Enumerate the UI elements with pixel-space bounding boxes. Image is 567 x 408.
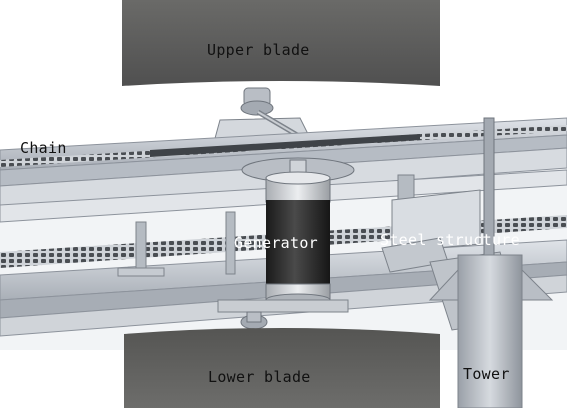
tower-label: Tower <box>463 365 510 383</box>
upper-blade <box>122 0 440 86</box>
upper-blade-label: Upper blade <box>207 41 310 59</box>
lower-blade-label: Lower blade <box>208 368 311 386</box>
steel-structure-label: Steel structure <box>380 231 520 249</box>
struts <box>117 174 415 277</box>
lower-blade <box>124 328 440 408</box>
generator-label: Generator <box>234 234 318 252</box>
chain-label: Chain <box>20 139 67 157</box>
upper-chain <box>0 125 567 167</box>
generator <box>241 157 355 307</box>
tower <box>428 117 554 408</box>
lower-hub <box>217 299 349 330</box>
